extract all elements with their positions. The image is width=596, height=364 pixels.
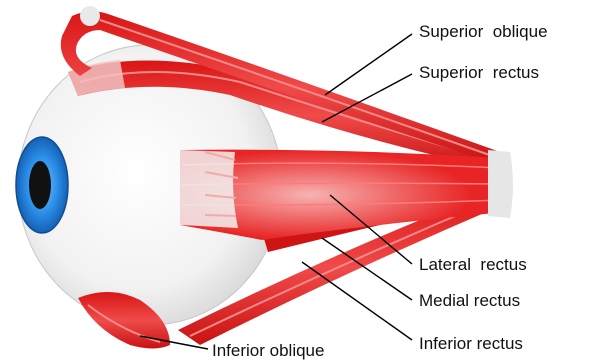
leader-superior-oblique (325, 34, 412, 95)
label-superior-oblique: Superior oblique (419, 22, 548, 41)
label-lateral-rectus: Lateral rectus (419, 255, 527, 274)
label-superior-rectus: Superior rectus (419, 63, 539, 82)
label-medial-rectus: Medial rectus (419, 291, 520, 310)
label-inferior-oblique: Inferior oblique (212, 341, 324, 360)
pupil (29, 161, 51, 209)
label-inferior-rectus: Inferior rectus (419, 334, 523, 353)
leader-inferior-rectus (302, 262, 412, 340)
annulus-of-zinn (488, 150, 513, 218)
trochlea (80, 6, 100, 26)
